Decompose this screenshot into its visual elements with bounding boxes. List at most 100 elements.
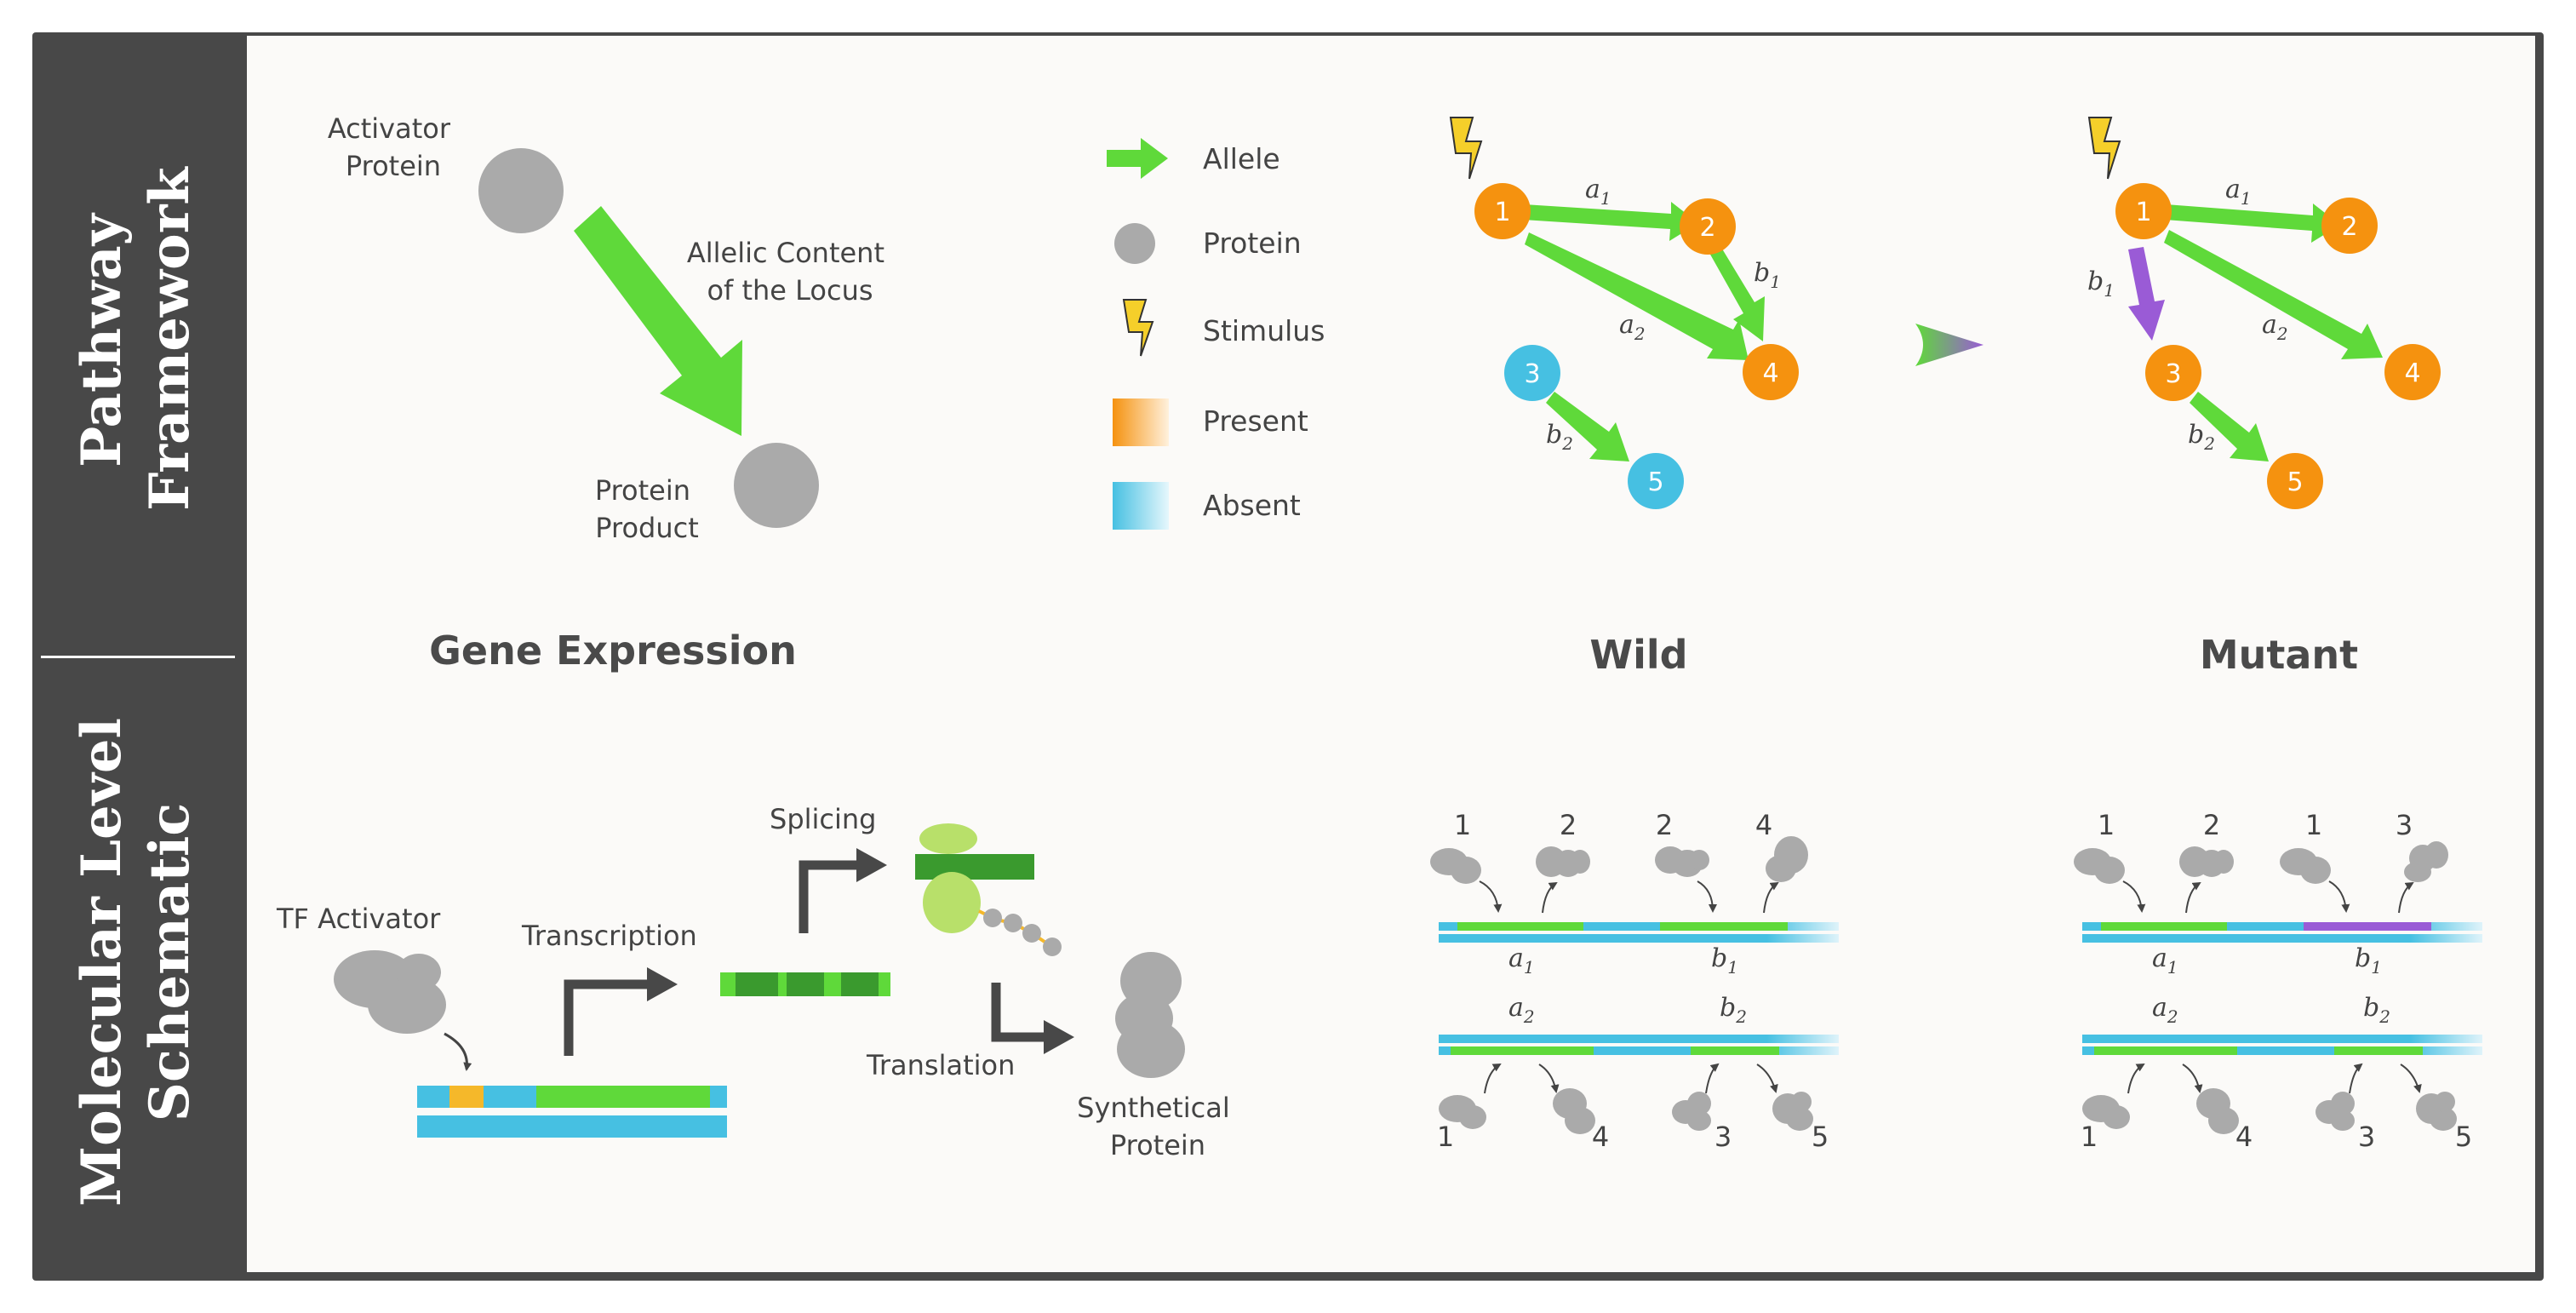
wild-top-number-3: 2 [1656, 809, 1673, 841]
wild-allele-a1 [1457, 922, 1583, 931]
wild-protein-top-3 [1655, 846, 1709, 877]
wild-bottom-number-2: 4 [1592, 1121, 1609, 1153]
mutant-dna-top-1 [2082, 922, 2482, 931]
blue-gradient-swatch [1113, 482, 1169, 530]
wild-allele-b1 [1660, 922, 1788, 931]
gene-coding-region [536, 1086, 710, 1108]
wild-label-b2: b2 [1546, 420, 1573, 454]
wild-label-b1: b1 [1754, 258, 1781, 292]
mutant-mol-label-a2: a2 [2152, 993, 2178, 1027]
wild-top-proteins [1430, 836, 1808, 884]
mutant-allele-a2 [2094, 1046, 2237, 1055]
mutant-stimulus-icon [2087, 117, 2121, 180]
wild-bottom-arrow-2 [1538, 1064, 1560, 1093]
mutant-bottom-number-3: 3 [2358, 1121, 2375, 1153]
wild-mol-label-b1: b1 [1711, 943, 1738, 978]
legend-label-present: Present [1203, 404, 1308, 438]
translation-arrowhead [1044, 1020, 1074, 1054]
gene-expression-concept: Activator Protein Allelic Content of the… [328, 112, 884, 674]
mutant-header: Mutant [2200, 632, 2358, 678]
mutant-top-number-3: 1 [2305, 809, 2322, 841]
wild-edge-b2 [1546, 392, 1629, 462]
mutant-protein-bottom-4 [2416, 1092, 2457, 1131]
translation-label: Translation [866, 1049, 1015, 1081]
mutant-top-arrow-3 [2328, 880, 2350, 913]
wild-bottom-number-3: 3 [1714, 1121, 1732, 1153]
wild-top-arrow-3 [1697, 880, 1717, 913]
tf-activator-label: TF Activator [276, 903, 441, 935]
mrna-exon-1 [736, 972, 778, 996]
wild-node-5 [1628, 453, 1684, 509]
wild-node-1 [1474, 183, 1531, 239]
wild-bottom-arrow-1 [1484, 1064, 1502, 1094]
mutant-bottom-proteins [2082, 1088, 2457, 1134]
mutant-top-arrow-1 [2122, 880, 2146, 913]
protein-product-label: Protein Product [595, 474, 699, 544]
wild-mol-label-b2: b2 [1720, 993, 1747, 1027]
synthetical-protein-blob [1115, 952, 1185, 1078]
mrna-exon-2 [787, 972, 824, 996]
protein-product-circle [734, 443, 819, 528]
mutant-protein-top-4 [2404, 841, 2448, 882]
wild-top-arrow-1 [1479, 880, 1503, 913]
mutant-label-a1: a1 [2225, 175, 2252, 209]
splicing-arrowhead [856, 848, 887, 882]
mutant-top-number-1: 1 [2098, 809, 2115, 841]
mutant-bottom-arrow-1 [2127, 1064, 2145, 1094]
wild-network: 1 2 3 4 5 a1 b1 a2 b2 Wild [1449, 117, 1799, 678]
wild-edge-a1 [1523, 202, 1698, 241]
mutant-node-2 [2321, 198, 2378, 254]
mutant-protein-bottom-1 [2082, 1095, 2130, 1129]
wild-node-1-label: 1 [1494, 198, 1510, 227]
mutant-node-4 [2384, 344, 2441, 400]
mutant-mol-label-b2: b2 [2363, 993, 2390, 1027]
wild-bottom-number-4: 5 [1812, 1121, 1829, 1153]
wild-bottom-arrow-4 [1756, 1064, 1778, 1093]
mutant-bottom-arrow-3 [2349, 1063, 2363, 1094]
mutant-top-arrow-4 [2398, 881, 2414, 914]
mutant-label-b2: b2 [2188, 420, 2215, 454]
legend-label-absent: Absent [1203, 489, 1301, 522]
legend: Allele Protein Stimulus Present Absent [1107, 138, 1325, 530]
mrna-exon-3 [841, 972, 879, 996]
wild-top-number-1: 1 [1454, 809, 1471, 841]
wild-node-4-label: 4 [1762, 358, 1778, 388]
orange-gradient-swatch [1113, 398, 1169, 446]
mutant-bottom-number-2: 4 [2235, 1121, 2253, 1153]
gene-expression-header: Gene Expression [429, 628, 797, 674]
wild-label-a1: a1 [1585, 175, 1611, 209]
mutant-node-5-label: 5 [2287, 467, 2303, 497]
wild-dna-bottom-2 [1439, 1046, 1839, 1055]
mutant-protein-top-2 [2179, 846, 2234, 877]
wild-mol-label-a1: a1 [1508, 943, 1535, 978]
allele-arrow-large [574, 206, 742, 436]
translation-arrow [991, 983, 1047, 1042]
mutant-protein-top-3 [2280, 848, 2331, 884]
mutant-node-3 [2145, 345, 2201, 401]
molecular-gene-expression: TF Activator Transcription Splicing [276, 803, 1230, 1161]
wild-header: Wild [1589, 632, 1687, 678]
transcription-label: Transcription [521, 920, 697, 952]
legend-label-allele: Allele [1203, 142, 1280, 175]
wild-allele-b2 [1691, 1046, 1779, 1055]
wild-node-3-label: 3 [1524, 359, 1540, 389]
wild-stimulus-icon [1449, 117, 1483, 180]
mutant-node-1 [2115, 183, 2172, 239]
sidebar-divider [41, 656, 235, 658]
transcription-arrowhead [647, 967, 678, 1001]
wild-bottom-proteins [1439, 1088, 1813, 1134]
mutant-top-arrow-2 [2185, 881, 2201, 914]
mutant-node-5 [2267, 453, 2323, 509]
gray-circle-icon [1114, 223, 1155, 264]
tf-binding-arrow [444, 1032, 472, 1071]
splicing-arrow [799, 860, 860, 933]
wild-mol-label-a2: a2 [1508, 993, 1535, 1027]
mutant-network: 1 2 3 4 5 a1 b1 a2 b2 Mutant [2087, 117, 2441, 678]
mutant-top-number-2: 2 [2203, 809, 2220, 841]
mutant-bottom-arrow-2 [2182, 1064, 2203, 1093]
mutant-bottom-arrow-4 [2400, 1064, 2422, 1093]
wild-top-arrow-2 [1542, 881, 1558, 914]
mutant-label-b1: b1 [2087, 267, 2115, 301]
wild-dna-top-1 [1439, 922, 1839, 931]
